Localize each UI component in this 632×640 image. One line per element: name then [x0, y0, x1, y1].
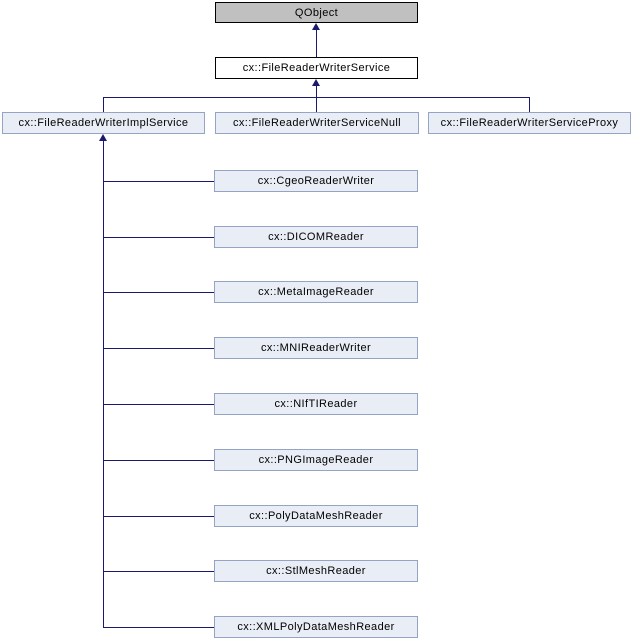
edge-drop-implservice: [103, 97, 104, 112]
edge-connector-metaimagereader: [103, 292, 214, 293]
edge-connector-niftireader: [103, 404, 214, 405]
edge-drop-servicenull: [316, 97, 317, 112]
edge-connector-mnireaderwriter: [103, 348, 214, 349]
arrowhead-to-base: [312, 79, 320, 86]
class-node-filereaderwriterserviceproxy[interactable]: cx::FileReaderWriterServiceProxy: [428, 112, 631, 134]
class-node-niftireader[interactable]: cx::NIfTIReader: [214, 393, 418, 415]
edge-connector-dicomreader: [103, 237, 214, 238]
edge-drop-serviceproxy: [529, 97, 530, 112]
class-node-dicomreader[interactable]: cx::DICOMReader: [214, 226, 418, 248]
edge-connector-stlmeshreader: [103, 571, 214, 572]
edge-connector-polydatameshreader: [103, 516, 214, 517]
class-node-mnireaderwriter[interactable]: cx::MNIReaderWriter: [214, 337, 418, 359]
arrowhead-to-qobject: [312, 23, 320, 30]
class-node-qobject[interactable]: QObject: [215, 2, 418, 23]
class-node-cgeoreaderwriter[interactable]: cx::CgeoReaderWriter: [214, 170, 418, 192]
edge-impl-rail: [103, 140, 104, 628]
class-node-pngimagereader[interactable]: cx::PNGImageReader: [214, 449, 418, 471]
class-node-xmlpolydatameshreader[interactable]: cx::XMLPolyDataMeshReader: [214, 616, 418, 638]
class-node-polydatameshreader[interactable]: cx::PolyDataMeshReader: [214, 505, 418, 527]
class-node-stlmeshreader[interactable]: cx::StlMeshReader: [214, 560, 418, 582]
edge-trunk-to-base: [316, 85, 317, 97]
edge-connector-cgeoreaderwriter: [103, 181, 214, 182]
class-node-filereaderwriterservice[interactable]: cx::FileReaderWriterService: [215, 57, 418, 79]
edge-base-to-qobject: [316, 29, 317, 57]
edge-connector-xmlpolydatameshreader: [103, 627, 214, 628]
arrowhead-to-implservice: [99, 134, 107, 141]
class-node-metaimagereader[interactable]: cx::MetaImageReader: [214, 281, 418, 303]
class-node-filereaderwriterservicenull[interactable]: cx::FileReaderWriterServiceNull: [215, 112, 419, 134]
class-node-filereaderwriterimplservice[interactable]: cx::FileReaderWriterImplService: [2, 112, 205, 134]
edge-connector-pngimagereader: [103, 460, 214, 461]
